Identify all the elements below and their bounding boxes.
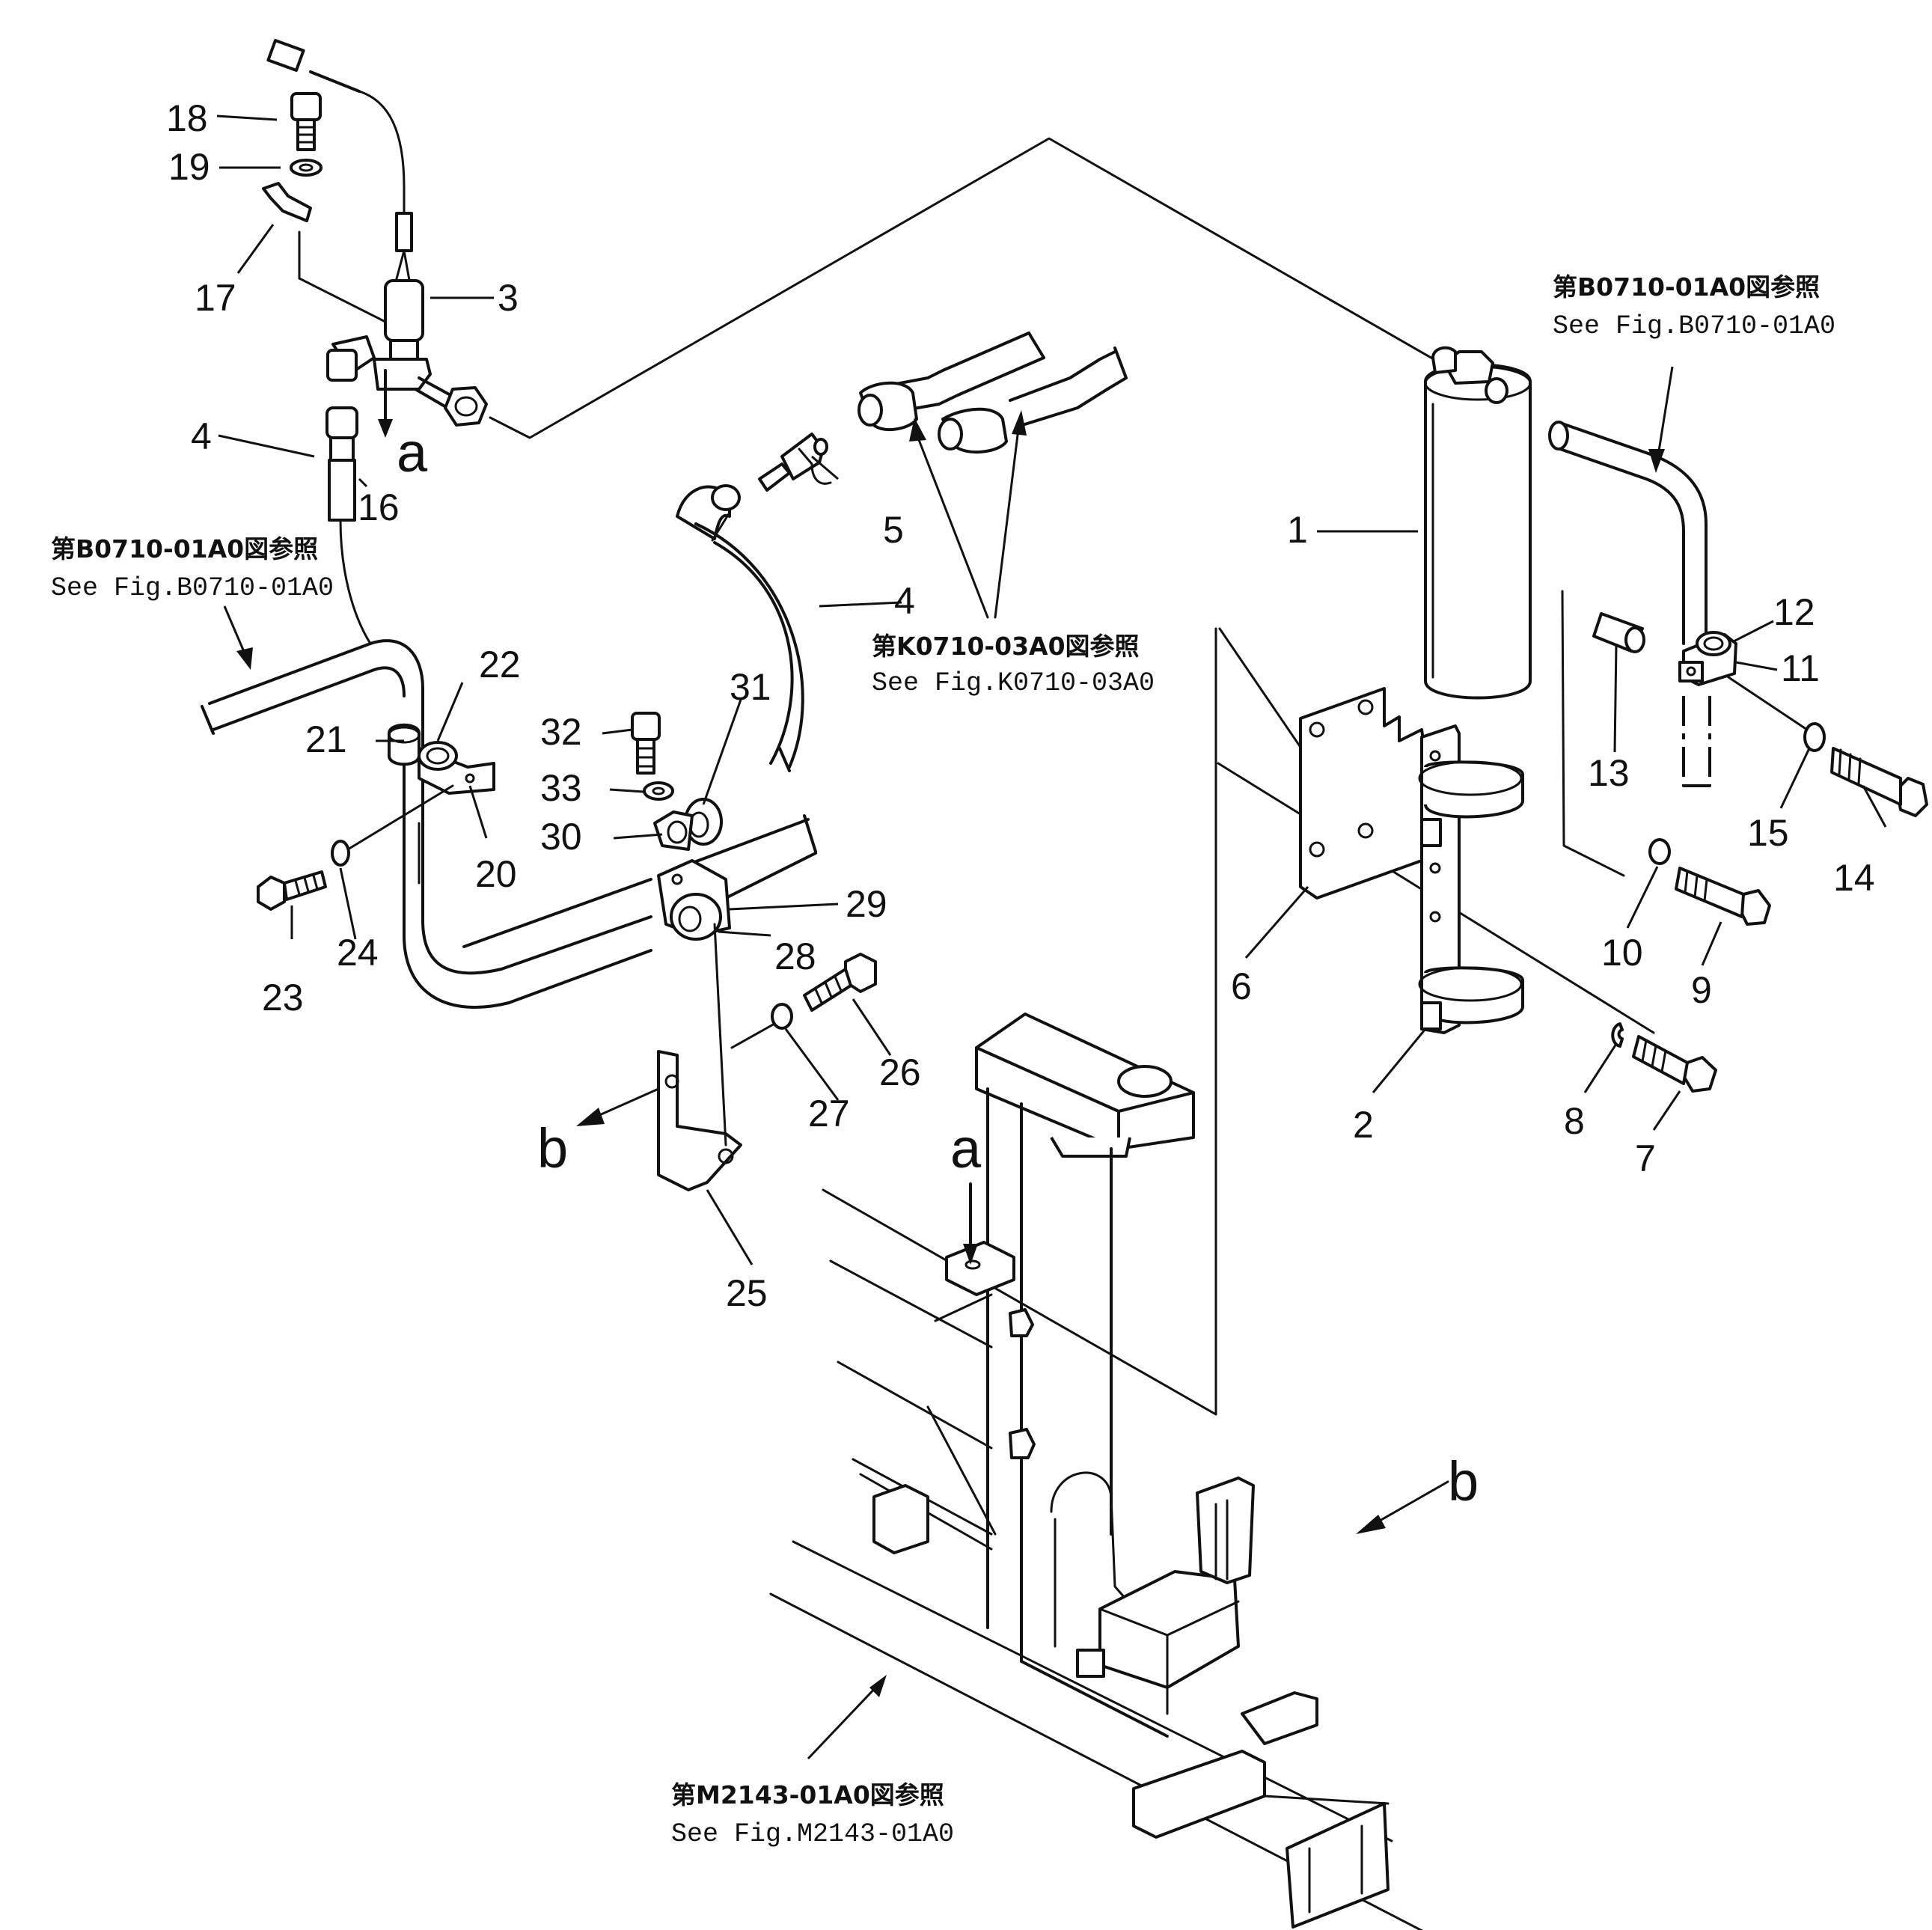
- part-label: 11: [1781, 647, 1820, 689]
- part-label: 16: [358, 486, 400, 528]
- part-label: 30: [540, 816, 582, 858]
- part-label: 10: [1601, 932, 1643, 974]
- bolt-26: [803, 953, 877, 1012]
- part-label: 19: [168, 146, 210, 188]
- washer-19: [290, 159, 322, 177]
- part-label: 4: [894, 580, 915, 622]
- part-label: 8: [1564, 1100, 1585, 1142]
- part-label: 25: [726, 1272, 768, 1314]
- part-label: 27: [808, 1093, 850, 1135]
- reference-jp-left: 第B0710-01A0図参照: [51, 534, 318, 564]
- hose-4-center: [676, 484, 804, 772]
- receiver-drier-1: [1424, 346, 1532, 700]
- washer-24: [331, 840, 350, 867]
- pressure-switch-3: [326, 279, 488, 427]
- frame-structure: [769, 1013, 1423, 1930]
- part-label: 4: [191, 415, 212, 457]
- fitting-4-left: [325, 406, 358, 522]
- view-marker-b-frame: b: [1448, 1450, 1479, 1512]
- part-label: 28: [774, 935, 816, 977]
- part-label: 22: [479, 644, 521, 685]
- part-label: 1: [1287, 509, 1308, 551]
- part-label: 5: [883, 509, 904, 551]
- tubes-k0710: [858, 332, 1128, 454]
- pressure-switch-connector: [266, 39, 413, 286]
- hose-left: [339, 519, 372, 645]
- washer-8: [1611, 1022, 1624, 1048]
- bracket-2: [1418, 724, 1524, 1034]
- bolt-9: [1675, 867, 1771, 926]
- bolt-18: [290, 92, 322, 151]
- bracket-6: [1299, 687, 1427, 900]
- tube-main-u: [403, 747, 652, 1009]
- reference-notes: 第B0710-01A0図参照 See Fig.B0710-01A0 第B0710…: [51, 272, 1835, 1849]
- washer-27: [771, 1003, 793, 1030]
- part-label: 14: [1833, 857, 1875, 899]
- part-label: 6: [1231, 965, 1252, 1007]
- part-label: 18: [166, 97, 208, 139]
- clamp-28-29: [657, 859, 731, 941]
- bolt-7: [1632, 1035, 1717, 1093]
- part-label: 2: [1353, 1104, 1374, 1146]
- part-label: 13: [1588, 752, 1630, 794]
- clamp-11-12: [1678, 631, 1737, 686]
- washer-33: [643, 781, 674, 801]
- reference-en-center: See Fig.K0710-03A0: [872, 668, 1155, 698]
- reference-en-bottom: See Fig.M2143-01A0: [671, 1819, 954, 1849]
- part-label: 26: [879, 1051, 921, 1093]
- outline-line-upper: [1561, 590, 1625, 877]
- bolt-23: [257, 870, 327, 911]
- fitting-5: [758, 433, 832, 492]
- view-markers: a a b b: [397, 421, 1479, 1512]
- washer-10: [1648, 838, 1671, 865]
- part-label: 7: [1635, 1137, 1656, 1179]
- part-label: 9: [1691, 969, 1712, 1011]
- bolt-14: [1830, 747, 1928, 817]
- part-label: 21: [305, 718, 347, 760]
- reference-jp-right: 第B0710-01A0図参照: [1553, 272, 1820, 302]
- part-label: 29: [846, 883, 887, 925]
- part-label: 12: [1773, 591, 1815, 633]
- spacer-13: [1592, 612, 1645, 653]
- part-label: 33: [540, 767, 582, 809]
- reference-jp-center: 第K0710-03A0図参照: [872, 632, 1140, 661]
- tube-right-ref: [1548, 421, 1711, 787]
- clamp-17: [262, 182, 312, 222]
- bolt-32: [631, 712, 661, 775]
- part-number-labels: 1 2 3 4 4 5 6 7 8 9 10 11 12 13 14 15 16…: [166, 97, 1875, 1314]
- view-marker-a-frame: a: [950, 1117, 982, 1179]
- part-label: 32: [540, 711, 582, 753]
- part-label: 3: [498, 277, 519, 319]
- assembly-line-3-to-1: [489, 137, 1446, 439]
- part-label: 20: [475, 853, 517, 895]
- part-label: 23: [262, 977, 304, 1019]
- clamp-21-22: [388, 723, 495, 795]
- clamp-30-31: [653, 798, 723, 851]
- bracket-25: [657, 923, 742, 1191]
- part-label: 24: [337, 932, 379, 974]
- view-marker-b-left: b: [537, 1117, 568, 1179]
- view-marker-a-top: a: [397, 421, 428, 483]
- reference-en-right: See Fig.B0710-01A0: [1553, 311, 1835, 341]
- part-label: 15: [1747, 812, 1789, 854]
- part-label: 17: [195, 277, 236, 319]
- part-label: 31: [730, 666, 771, 708]
- reference-jp-bottom: 第M2143-01A0図参照: [671, 1780, 944, 1810]
- washer-15: [1803, 722, 1826, 752]
- tube-left-ref: [201, 639, 424, 750]
- reference-en-left: See Fig.B0710-01A0: [51, 573, 334, 603]
- leader-lines: [216, 114, 1887, 1760]
